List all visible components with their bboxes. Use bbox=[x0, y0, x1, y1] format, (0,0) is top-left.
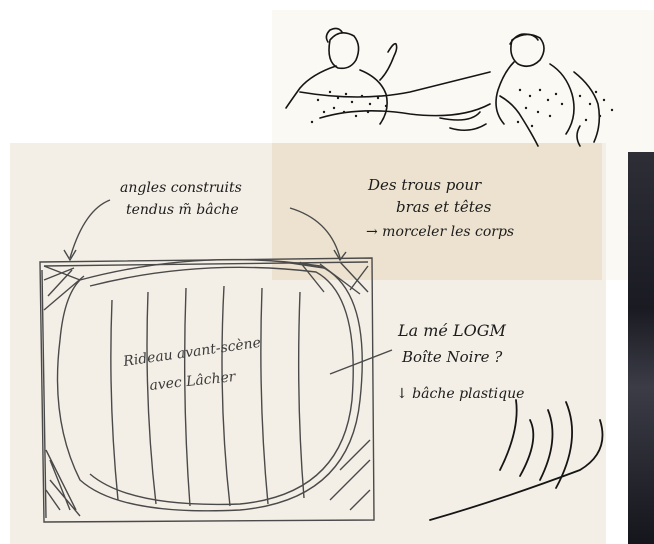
top-left-note: angles construits tendus m̃ bâche bbox=[120, 180, 242, 218]
note-line-2: bras et têtes bbox=[396, 198, 492, 216]
top-right-note: Des trous pour bras et têtes → morceler … bbox=[366, 176, 514, 240]
center-label: Rideau avant-scène avec Lâcher bbox=[121, 335, 262, 394]
pencil-frame bbox=[40, 200, 392, 522]
ink-swirls bbox=[430, 400, 603, 520]
ink-figures bbox=[286, 28, 599, 146]
note-line-3: ↓ bâche plastique bbox=[396, 386, 524, 402]
label-line-2: avec Lâcher bbox=[149, 369, 238, 394]
note-line-2: tendus m̃ bâche bbox=[126, 202, 239, 218]
note-line-2: Boîte Noire ? bbox=[401, 348, 503, 366]
right-note: La mé LOGM Boîte Noire ? ↓ bâche plastiq… bbox=[396, 321, 524, 402]
note-line-1: Des trous pour bbox=[367, 176, 482, 194]
ink-stipple bbox=[311, 89, 613, 127]
label-line-1: Rideau avant-scène bbox=[121, 335, 262, 370]
note-line-3: → morceler les corps bbox=[366, 224, 514, 240]
note-line-1: La mé LOGM bbox=[397, 321, 507, 340]
note-line-1: angles construits bbox=[120, 180, 242, 196]
